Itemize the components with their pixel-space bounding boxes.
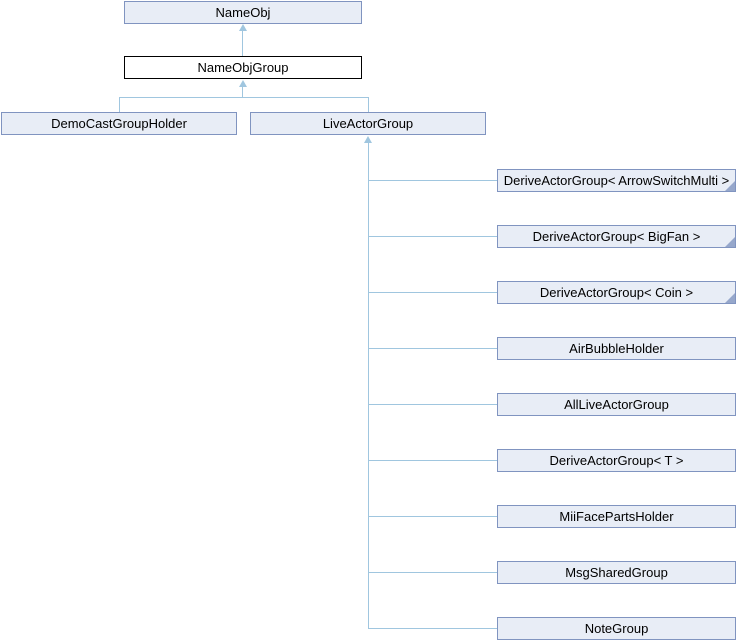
class-node-label: AllLiveActorGroup bbox=[564, 397, 669, 412]
class-node-deriveactorgroup-bigfan[interactable]: DeriveActorGroup< BigFan > bbox=[497, 225, 736, 248]
edge-branch-deriveactorgroup-bigfan bbox=[368, 236, 497, 237]
folded-corner-icon bbox=[725, 237, 735, 247]
arrowhead-up-nameobj bbox=[239, 24, 247, 31]
class-node-label: NameObj bbox=[215, 5, 271, 20]
edge-branch-nameobjgroup-children bbox=[119, 97, 369, 98]
edge-stub-democastgroupholder bbox=[119, 97, 120, 112]
class-node-airbubbleholder[interactable]: AirBubbleHolder bbox=[497, 337, 736, 360]
class-node-nameobj[interactable]: NameObj bbox=[124, 1, 362, 24]
class-node-label: AirBubbleHolder bbox=[569, 341, 664, 356]
class-node-deriveactorgroup-coin[interactable]: DeriveActorGroup< Coin > bbox=[497, 281, 736, 304]
class-node-label: NoteGroup bbox=[584, 621, 649, 636]
arrowhead-up-nameobjgroup bbox=[239, 80, 247, 87]
edge-branch-airbubbleholder bbox=[368, 348, 497, 349]
edge-branch-msgsharedgroup bbox=[368, 572, 497, 573]
class-node-liveactorgroup[interactable]: LiveActorGroup bbox=[250, 112, 486, 135]
class-node-label: DeriveActorGroup< BigFan > bbox=[532, 229, 701, 244]
edge-branch-deriveactorgroup-arrowswitchmulti bbox=[368, 180, 497, 181]
class-node-msgsharedgroup[interactable]: MsgSharedGroup bbox=[497, 561, 736, 584]
class-node-label: LiveActorGroup bbox=[322, 116, 414, 131]
edge-trunk-liveactorgroup-children bbox=[368, 143, 369, 629]
class-node-democastgroupholder[interactable]: DemoCastGroupHolder bbox=[1, 112, 237, 135]
folded-corner-icon bbox=[725, 181, 735, 191]
edge-branch-deriveactorgroup-t bbox=[368, 460, 497, 461]
class-node-label: NameObjGroup bbox=[197, 60, 289, 75]
edge-nameobjgroup-to-nameobj bbox=[242, 31, 243, 56]
class-node-label: DemoCastGroupHolder bbox=[51, 116, 187, 131]
folded-corner-icon bbox=[725, 293, 735, 303]
class-node-label: MsgSharedGroup bbox=[565, 565, 668, 580]
edge-stem-nameobjgroup bbox=[242, 87, 243, 97]
edge-branch-miifacepartsholder bbox=[368, 516, 497, 517]
class-node-label: DeriveActorGroup< T > bbox=[549, 453, 684, 468]
edge-stub-liveactorgroup bbox=[368, 97, 369, 112]
class-node-label: DeriveActorGroup< ArrowSwitchMulti > bbox=[503, 173, 730, 188]
class-node-label: DeriveActorGroup< Coin > bbox=[539, 285, 694, 300]
class-node-miifacepartsholder[interactable]: MiiFacePartsHolder bbox=[497, 505, 736, 528]
edge-branch-deriveactorgroup-coin bbox=[368, 292, 497, 293]
class-node-allliveactorgroup[interactable]: AllLiveActorGroup bbox=[497, 393, 736, 416]
edge-branch-notegroup bbox=[368, 628, 497, 629]
edge-branch-allliveactorgroup bbox=[368, 404, 497, 405]
class-node-nameobjgroup-current: NameObjGroup bbox=[124, 56, 362, 79]
class-node-deriveactorgroup-t[interactable]: DeriveActorGroup< T > bbox=[497, 449, 736, 472]
class-node-deriveactorgroup-arrowswitchmulti[interactable]: DeriveActorGroup< ArrowSwitchMulti > bbox=[497, 169, 736, 192]
class-node-notegroup[interactable]: NoteGroup bbox=[497, 617, 736, 640]
class-node-label: MiiFacePartsHolder bbox=[559, 509, 674, 524]
arrowhead-up-liveactorgroup bbox=[364, 136, 372, 143]
